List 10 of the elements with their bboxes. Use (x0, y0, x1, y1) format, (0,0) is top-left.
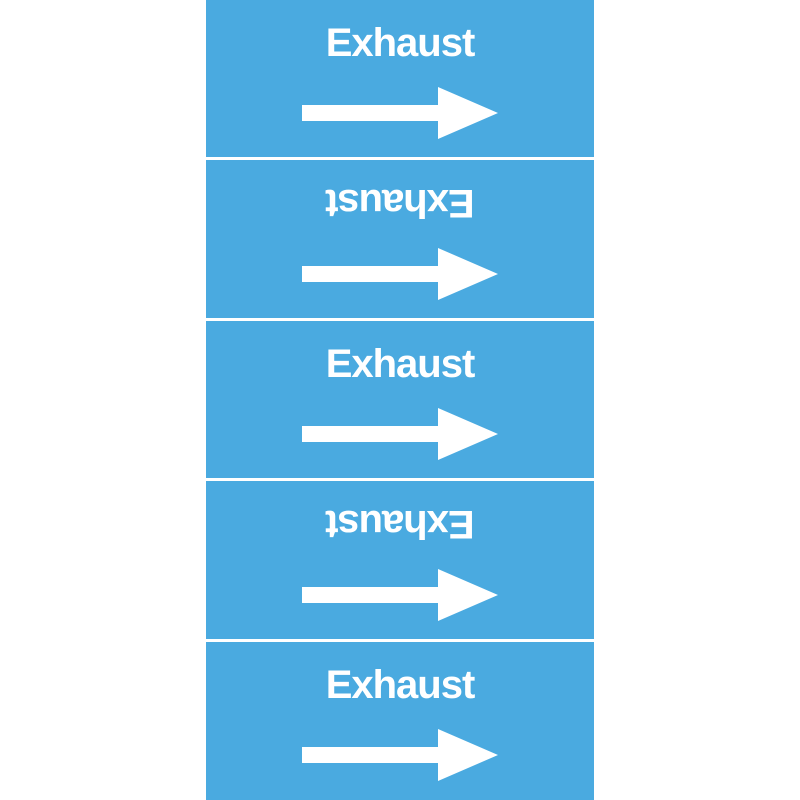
pipe-label-text: Exhaust (326, 662, 474, 708)
pipe-label-text: Exhaust (326, 501, 474, 547)
label-panel (206, 160, 594, 318)
label-panel (206, 481, 594, 639)
label-panel (206, 642, 594, 800)
pipe-label-text: Exhaust (326, 180, 474, 226)
pipe-label-text: Exhaust (326, 341, 474, 387)
pipe-label-text: Exhaust (326, 20, 474, 66)
label-panel (206, 0, 594, 157)
label-panel (206, 321, 594, 478)
